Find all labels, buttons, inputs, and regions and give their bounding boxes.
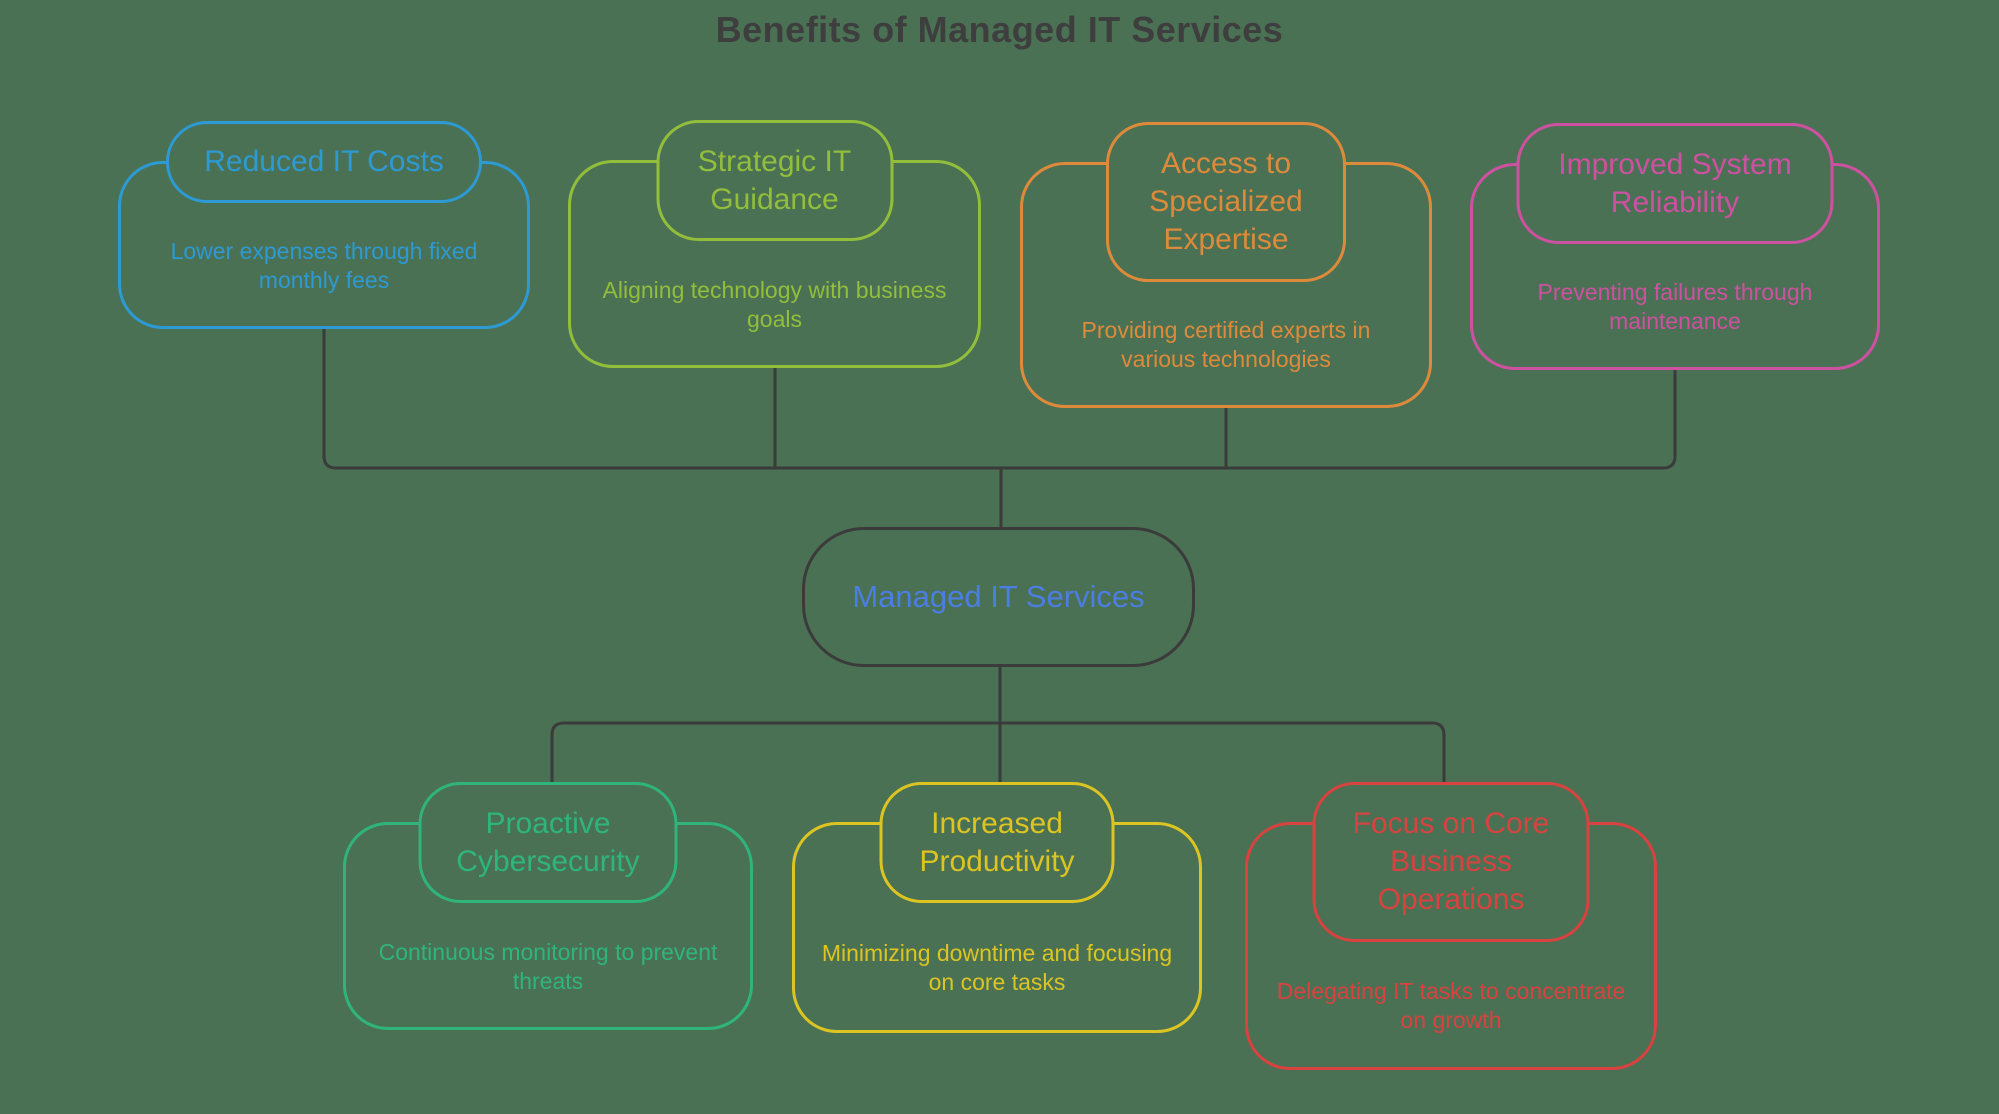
node-strategic-it-guidance: Strategic IT Guidance Aligning technolog… <box>568 120 981 368</box>
node-reduced-it-costs: Reduced IT Costs Lower expenses through … <box>118 121 530 329</box>
node-core-business-operations: Focus on Core Business Operations Delega… <box>1245 782 1657 1070</box>
node-description: Aligning technology with business goals <box>602 276 947 332</box>
node-increased-productivity: Increased Productivity Minimizing downti… <box>792 782 1202 1033</box>
node-title-pill: Increased Productivity <box>879 782 1115 903</box>
node-title: Improved System Reliability <box>1558 147 1792 219</box>
node-description: Delegating IT tasks to concentrate on gr… <box>1276 978 1626 1033</box>
node-title-pill: Improved System Reliability <box>1516 123 1834 244</box>
node-title: Access to Specialized Expertise <box>1149 147 1303 256</box>
node-description: Providing certified experts in various t… <box>1081 317 1371 372</box>
page-title: Benefits of Managed IT Services <box>715 9 1284 50</box>
node-title: Reduced IT Costs <box>204 145 444 178</box>
node-managed-it-services: Managed IT Services <box>802 527 1195 667</box>
node-title-pill: Proactive Cybersecurity <box>418 782 678 903</box>
node-description: Lower expenses through fixed monthly fee… <box>170 238 478 293</box>
node-title: Proactive Cybersecurity <box>456 806 640 878</box>
node-system-reliability: Improved System Reliability Preventing f… <box>1470 123 1880 370</box>
node-title-pill: Reduced IT Costs <box>166 121 482 203</box>
node-description: Minimizing downtime and focusing on core… <box>821 940 1173 995</box>
node-title: Strategic IT Guidance <box>697 144 852 216</box>
node-title-pill: Strategic IT Guidance <box>656 120 893 241</box>
node-title-pill: Focus on Core Business Operations <box>1312 782 1590 942</box>
node-title-pill: Access to Specialized Expertise <box>1106 122 1346 282</box>
center-node-label: Managed IT Services <box>852 579 1145 614</box>
node-proactive-cybersecurity: Proactive Cybersecurity Continuous monit… <box>343 782 753 1030</box>
node-description: Continuous monitoring to prevent threats <box>378 938 718 994</box>
connector-bottom-bus <box>550 721 1446 783</box>
node-title: Focus on Core Business Operations <box>1352 807 1550 916</box>
node-description: Preventing failures through maintenance <box>1537 279 1813 334</box>
node-title: Increased Productivity <box>919 806 1075 878</box>
node-specialized-expertise: Access to Specialized Expertise Providin… <box>1020 122 1432 408</box>
